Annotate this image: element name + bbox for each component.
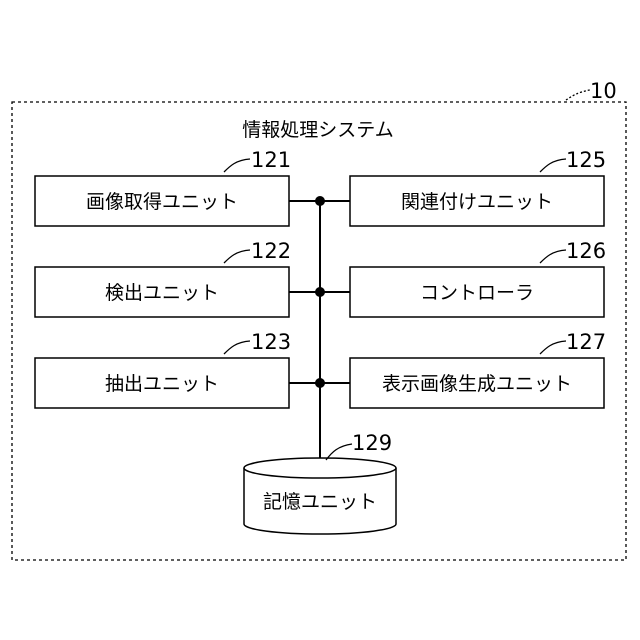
image-acquisition-unit: 画像取得ユニット 121	[35, 148, 291, 226]
storage-unit-label: 記憶ユニット	[263, 491, 377, 513]
system-ref-number: 10	[590, 79, 617, 103]
bus-junction-1	[315, 196, 325, 206]
detection-ref-number: 122	[251, 239, 291, 263]
display-generation-ref-leader	[540, 341, 566, 354]
storage-cylinder-top	[244, 458, 396, 478]
controller-unit-label: コントローラ	[420, 282, 534, 304]
association-unit: 関連付けユニット 125	[350, 148, 606, 226]
display-generation-ref-number: 127	[566, 330, 606, 354]
system-ref-leader	[566, 90, 590, 100]
controller-ref-leader	[540, 250, 566, 263]
extraction-ref-number: 123	[251, 330, 291, 354]
display-generation-unit-label: 表示画像生成ユニット	[382, 373, 572, 395]
controller-unit: コントローラ 126	[350, 239, 606, 317]
detection-unit: 検出ユニット 122	[35, 239, 291, 317]
bus-junction-3	[315, 378, 325, 388]
controller-ref-number: 126	[566, 239, 606, 263]
system-title: 情報処理システム	[242, 119, 393, 141]
extraction-ref-leader	[224, 341, 250, 354]
image-acquisition-unit-label: 画像取得ユニット	[86, 191, 238, 213]
association-ref-leader	[540, 159, 566, 172]
association-unit-label: 関連付けユニット	[401, 191, 553, 213]
display-generation-unit: 表示画像生成ユニット 127	[350, 330, 606, 408]
association-ref-number: 125	[566, 148, 606, 172]
bus-junction-2	[315, 287, 325, 297]
detection-unit-label: 検出ユニット	[105, 282, 219, 304]
extraction-unit: 抽出ユニット 123	[35, 330, 291, 408]
extraction-unit-label: 抽出ユニット	[105, 373, 219, 395]
image-acquisition-ref-leader	[224, 159, 250, 172]
storage-ref-number: 129	[352, 431, 392, 455]
detection-ref-leader	[224, 250, 250, 263]
image-acquisition-ref-number: 121	[251, 148, 291, 172]
